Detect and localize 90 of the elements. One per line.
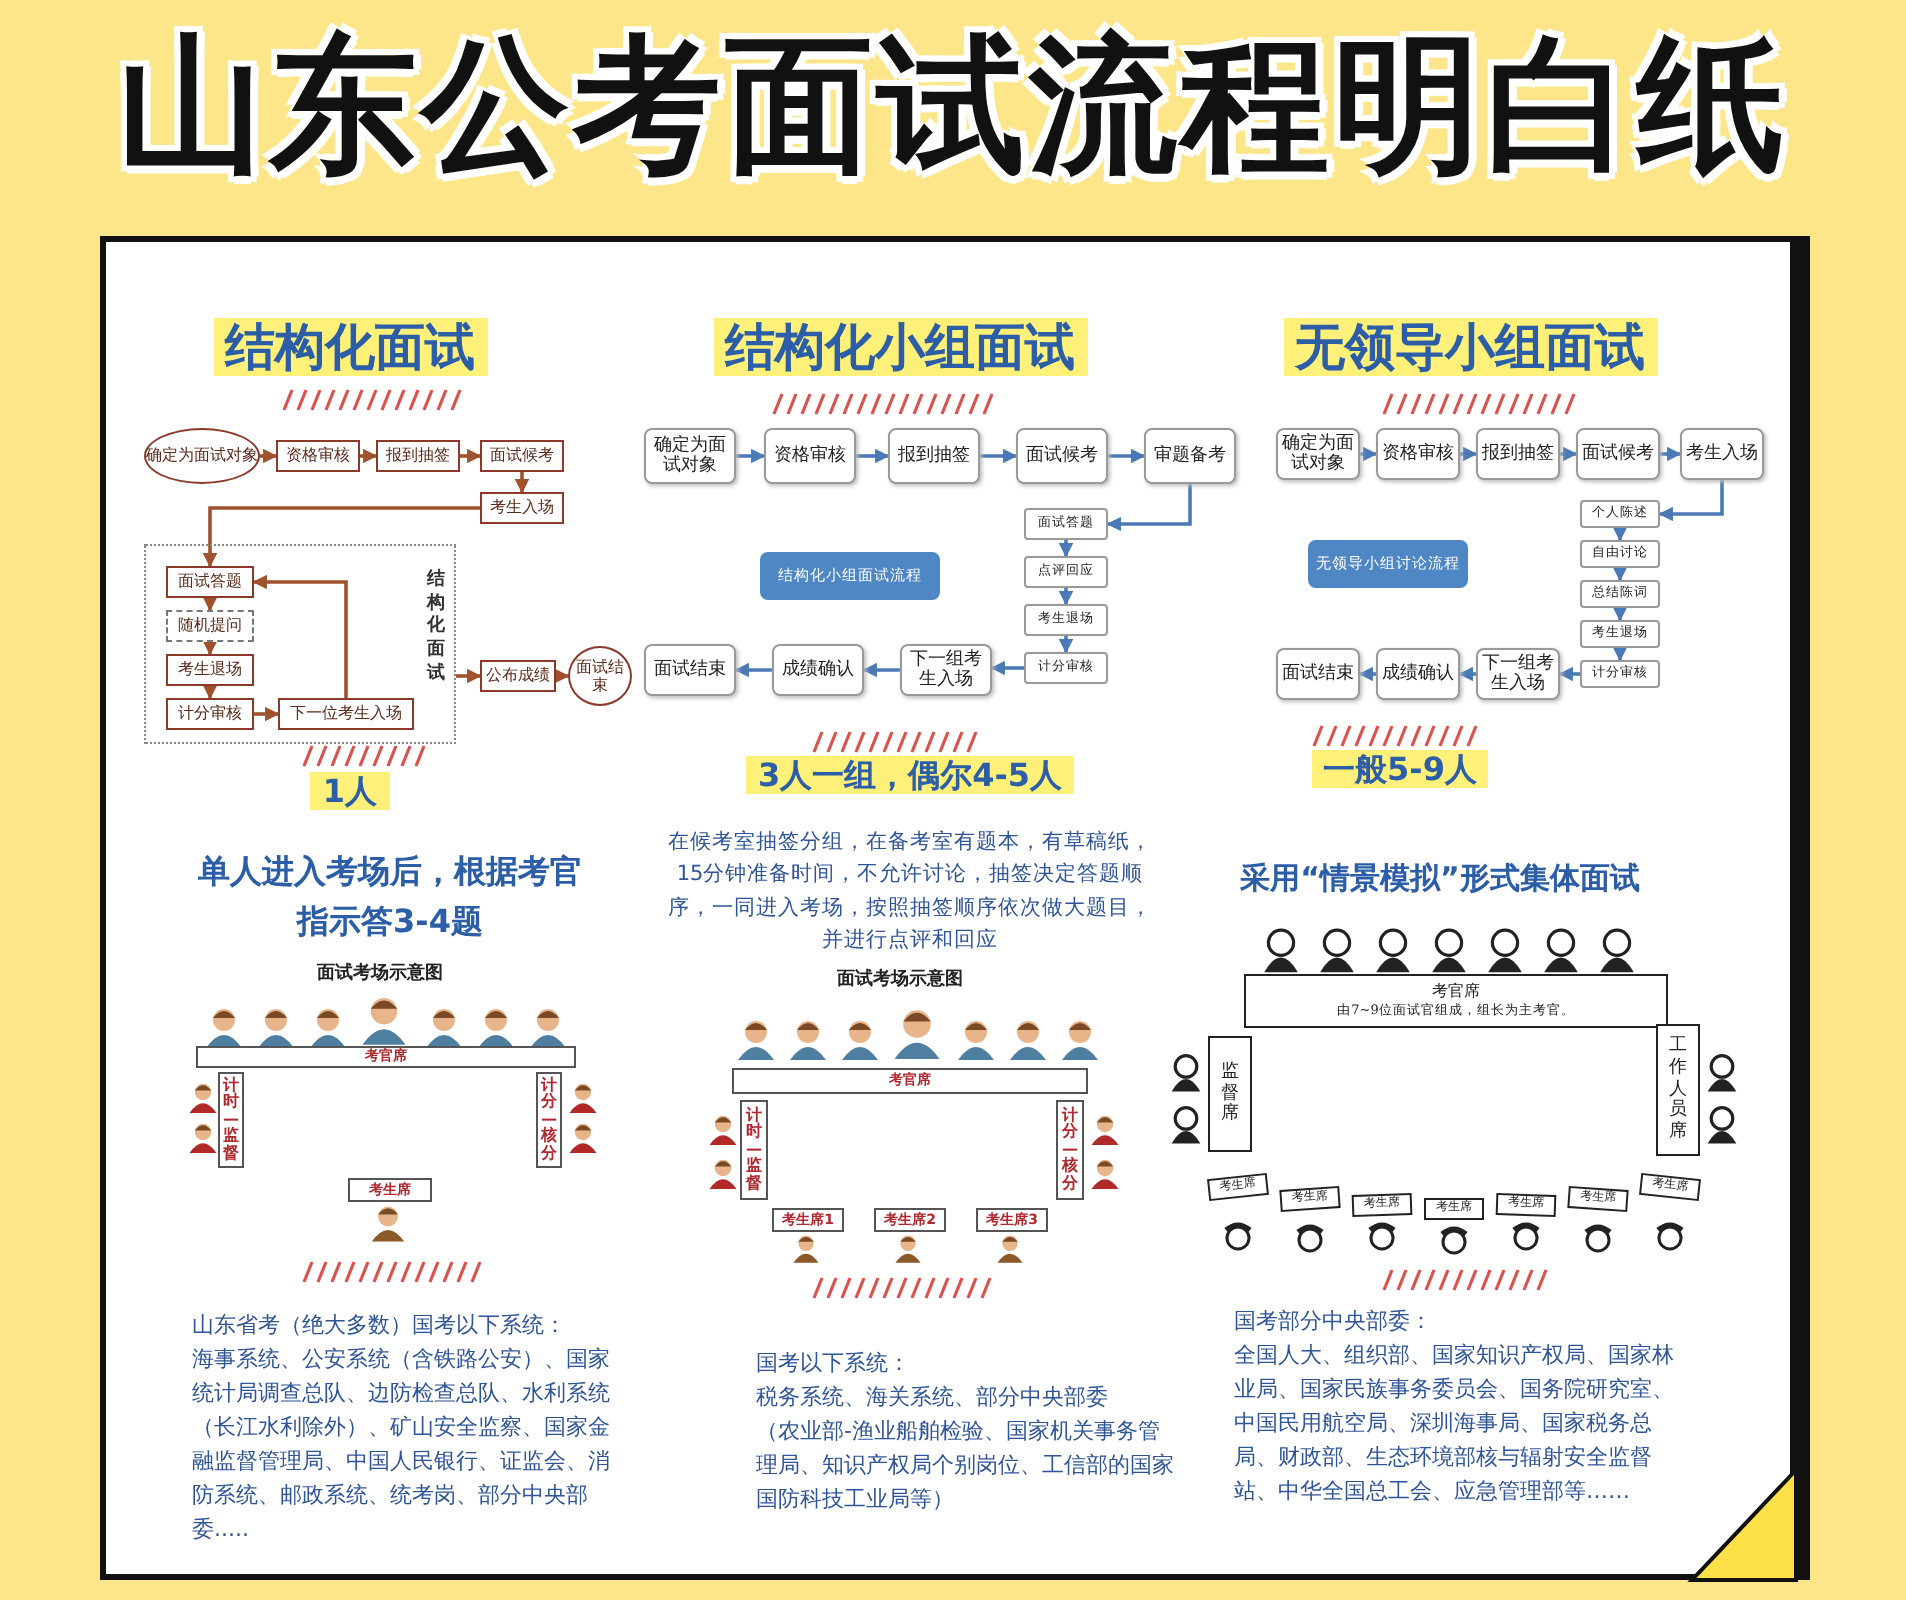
list-heading: 山东省考（绝大多数）国考以下系统： — [192, 1312, 566, 1338]
process-box: 面试候考 — [1016, 428, 1108, 484]
process-box: 考生退场 — [166, 654, 254, 686]
arrow — [555, 668, 570, 684]
process-box: 资格审核 — [764, 428, 856, 484]
side-table: 计时—监督 — [218, 1072, 244, 1168]
arrow — [1360, 446, 1378, 462]
process-box: 报到抽签 — [888, 428, 980, 484]
process-box: 考生入场 — [480, 492, 564, 524]
arrow — [202, 641, 218, 656]
process-box: 成绩确认 — [772, 644, 864, 696]
arrow — [1658, 480, 1724, 522]
arrow — [734, 662, 772, 678]
section-heading: 结构化小组面试 — [713, 318, 1087, 376]
examiner-table — [1244, 974, 1668, 1028]
description-text: 单人进入考场后，根据考官指示答3-4题 — [198, 852, 582, 940]
side-table: 监督席 — [1208, 1036, 1252, 1152]
arrow — [360, 448, 378, 464]
process-box: 报到抽签 — [376, 440, 460, 472]
arrow — [1660, 446, 1682, 462]
arrow — [1558, 666, 1580, 682]
arrow — [856, 448, 890, 464]
arrow — [202, 597, 218, 612]
arrow — [862, 662, 900, 678]
process-box: 确定为面试对象 — [644, 428, 736, 484]
process-box: 下一组考生入场 — [1476, 648, 1560, 700]
list-heading: 国考部分中央部委： — [1234, 1308, 1432, 1334]
list-text: 全国人大、组织部、国家知识产权局、国家林业局、国家民族事务委员会、国务院研究室、中国民用航空局、深圳海事局、国家税务总局、财政部、生态环境部核与辐射安全监督站、中华全国总工会、应急管理部等…… — [1234, 1342, 1674, 1505]
list-text: （农业部-渔业船舶检验、国家机关事务管理局、知识产权局个别岗位、工信部的国家国防科技工业局等） — [756, 1418, 1174, 1513]
process-box: 随机提问 — [166, 610, 254, 642]
arrow — [202, 685, 218, 700]
process-box: 审题备考 — [1144, 428, 1236, 484]
section-heading: 结构化面试 — [213, 318, 487, 376]
arrow — [1612, 567, 1628, 582]
arrow — [514, 472, 530, 494]
arrow — [990, 660, 1024, 676]
arrow — [1612, 647, 1628, 662]
process-box: 面试结束 — [644, 644, 736, 696]
arrow — [1058, 588, 1074, 606]
side-table: 计时—监督 — [740, 1100, 768, 1200]
arrow — [252, 574, 348, 698]
arrow — [1560, 446, 1578, 462]
list-text: 税务系统、海关系统、部分中央部委 — [756, 1384, 1108, 1410]
description-text: 采用“情景模拟”形式集体面试 — [1240, 860, 1640, 896]
arrow — [1458, 666, 1476, 682]
side-table: 工作人员席 — [1656, 1024, 1700, 1156]
arrow — [456, 668, 482, 684]
process-box: 面试候考 — [480, 440, 564, 472]
group-title: 结构化面试 — [426, 570, 446, 687]
process-box: 资格审核 — [1376, 428, 1460, 480]
figure-title: 面试考场示意图 — [317, 964, 443, 984]
side-table: 计分—核分 — [536, 1072, 562, 1168]
arrow — [1058, 636, 1074, 654]
process-box: 下一位考生入场 — [278, 698, 414, 730]
process-box: 计分审核 — [166, 698, 254, 730]
arrow — [202, 506, 480, 568]
group-size-text: 一般5-9人 — [1311, 750, 1489, 788]
arrow — [1058, 540, 1074, 558]
process-box: 面试答题 — [166, 566, 254, 598]
section-heading: 无领导小组面试 — [1283, 318, 1657, 376]
process-box: 确定为面试对象 — [1276, 428, 1360, 480]
group-frame — [144, 544, 456, 744]
arrow — [1108, 448, 1146, 464]
process-box: 报到抽签 — [1476, 428, 1560, 480]
arrow — [1612, 607, 1628, 622]
arrow — [736, 448, 766, 464]
group-size-text: 1人 — [310, 772, 390, 810]
list-text: 海事系统、公安系统（含铁路公安）、国家统计局调查总队、边防检查总队、水利系统（长江水利除外）、矿山安全监察、国家金融监督管理局、中国人民银行、证监会、消防系统、邮政系统、统考岗、部分中央部委..... — [192, 1346, 610, 1543]
description-text: 在候考室抽签分组，在备考室有题本，有草稿纸，15分钟准备时间，不允许讨论，抽签决定答题顺序，一同进入考场，按照抽签顺序依次做大题目，并进行点评和回应 — [668, 830, 1152, 952]
group-size-text: 3人一组，偶尔4-5人 — [745, 756, 1075, 794]
process-box: 考生入场 — [1680, 428, 1764, 480]
process-box: 公布成绩 — [480, 660, 556, 692]
process-box: 成绩确认 — [1376, 648, 1460, 700]
process-box: 下一组考生入场 — [900, 644, 992, 696]
arrow — [1358, 666, 1376, 682]
arrow — [460, 448, 482, 464]
arrow — [1106, 484, 1192, 532]
process-box: 面试结束 — [1276, 648, 1360, 700]
page-title: 山东公考面试流程明白纸 — [115, 18, 1791, 196]
figure-title: 面试考场示意图 — [837, 970, 963, 990]
arrow — [1612, 527, 1628, 542]
arrow — [1460, 446, 1478, 462]
list-heading: 国考以下系统： — [756, 1350, 910, 1376]
table-title: 考官席 — [1432, 982, 1480, 1001]
process-box: 资格审核 — [276, 440, 360, 472]
arrow — [260, 448, 278, 464]
arrow — [980, 448, 1018, 464]
side-table: 计分—核分 — [1056, 1100, 1084, 1200]
process-box: 面试候考 — [1576, 428, 1660, 480]
arrow — [254, 706, 280, 722]
